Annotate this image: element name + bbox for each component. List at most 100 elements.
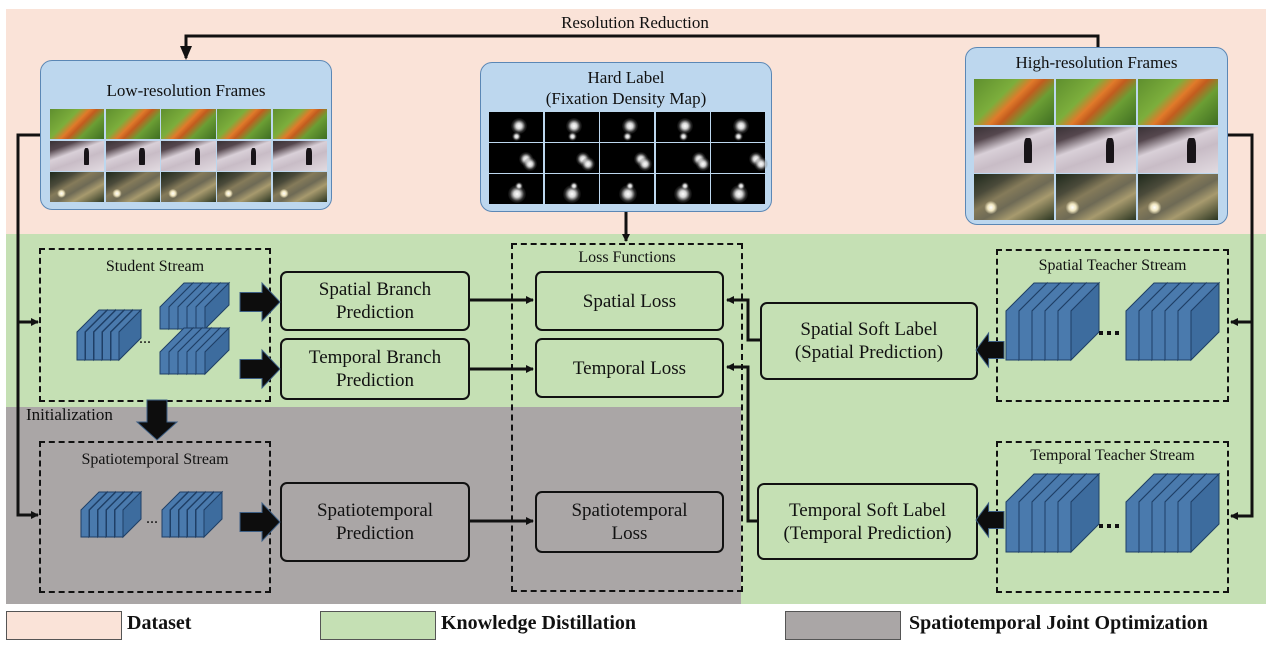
spatiotemporal-loss-line2: Loss	[611, 523, 648, 544]
spatial-loss-label: Spatial Loss	[582, 290, 677, 312]
video-frame-castle	[217, 109, 272, 139]
fixation-spot	[523, 157, 538, 172]
video-frame-snow	[974, 126, 1055, 173]
temporal-teacher-stream-title: Temporal Teacher Stream	[1030, 447, 1195, 464]
fixation-spot	[678, 132, 688, 142]
spatial-soft-label-line2: (Spatial Prediction)	[794, 342, 944, 363]
fixation-map	[600, 143, 654, 173]
resolution-reduction-label: Resolution Reduction	[561, 13, 709, 32]
spatial-soft-label-box: Spatial Soft Label(Spatial Prediction)	[760, 302, 978, 380]
high-resolution-frames-title: High-resolution Frames	[1015, 53, 1178, 72]
fixation-spot	[732, 117, 749, 134]
hard-label-panel: Hard Label (Fixation Density Map)	[480, 62, 772, 212]
hard-label-subtitle: (Fixation Density Map)	[545, 89, 707, 108]
video-frame-castle	[1137, 79, 1218, 125]
loss-functions-title: Loss Functions	[578, 249, 676, 266]
fixation-map	[544, 112, 599, 142]
fixation-spot	[677, 117, 694, 134]
temporal-loss-box: Temporal Loss	[535, 338, 724, 398]
spatiotemporal-prediction-line2: Prediction	[335, 523, 415, 544]
fixation-spot	[618, 185, 637, 204]
fixation-spot	[736, 182, 745, 191]
high-resolution-frame-grid	[974, 79, 1218, 220]
high-resolution-frames-panel: High-resolution Frames	[965, 47, 1228, 225]
temporal-branch-prediction-line1: Temporal Branch	[308, 347, 442, 368]
fixation-spot	[729, 185, 748, 204]
fixation-spot	[512, 132, 522, 142]
temporal-teacher-stream-box: Temporal Teacher Stream	[996, 441, 1229, 593]
fixation-spot	[510, 117, 527, 134]
fixation-spot	[567, 132, 577, 142]
fixation-spot	[753, 157, 768, 172]
video-frame-snow	[50, 140, 105, 171]
fixation-spot	[623, 132, 633, 142]
fixation-spot	[638, 157, 653, 172]
temporal-soft-label-line1: Temporal Soft Label	[789, 499, 946, 521]
video-frame-snow	[1055, 126, 1137, 173]
spatial-soft-label-line1: Spatial Soft Label	[800, 319, 938, 340]
video-frame-snow	[1137, 126, 1218, 173]
video-frame-snow	[217, 140, 272, 171]
video-frame-road	[50, 172, 105, 202]
hard-label-title: Hard Label	[587, 68, 665, 87]
student-stream-ellipsis: ...	[139, 330, 151, 347]
video-frame-road	[974, 174, 1055, 220]
fixation-map	[711, 174, 765, 204]
spatiotemporal-stream-ellipsis: ...	[146, 510, 158, 527]
student-stream-box: Student Stream	[39, 248, 271, 402]
spatiotemporal-stream-title: Spatiotemporal Stream	[81, 451, 229, 468]
fixation-spot	[566, 117, 583, 134]
legend-label-knowledge-distillation: Knowledge Distillation	[441, 612, 637, 634]
video-frame-road	[161, 172, 216, 202]
video-frame-castle	[1055, 79, 1137, 125]
fixation-map	[655, 112, 710, 142]
fixation-map	[489, 143, 543, 173]
video-frame-snow	[161, 140, 216, 171]
fixation-spot	[696, 157, 710, 172]
fixation-spot	[563, 185, 582, 204]
legend-label-dataset: Dataset	[127, 612, 192, 634]
video-frame-castle	[272, 109, 327, 139]
fixation-spot	[621, 117, 638, 134]
video-frame-road	[105, 172, 160, 202]
temporal-soft-label-box: Temporal Soft Label(Temporal Prediction)	[757, 483, 978, 560]
fixation-map	[600, 174, 654, 204]
video-frame-castle	[974, 79, 1055, 125]
fixation-map	[655, 143, 710, 173]
video-frame-road	[1137, 174, 1218, 220]
low-resolution-frames-panel: Low-resolution Frames	[40, 60, 332, 210]
video-frame-castle	[105, 109, 160, 139]
video-frame-castle	[161, 109, 216, 139]
spatial-branch-prediction-line1: Spatial Branch	[318, 279, 432, 300]
fixation-map	[600, 112, 654, 142]
fixation-map	[489, 174, 543, 204]
legend-swatch-knowledge-distillation	[320, 611, 436, 640]
spatial-teacher-stream-box: Spatial Teacher Stream	[996, 249, 1229, 402]
spatiotemporal-prediction-line1: Spatiotemporal	[316, 500, 434, 521]
video-frame-snow	[105, 140, 160, 171]
spatial-teacher-stream-title: Spatial Teacher Stream	[1038, 257, 1187, 274]
fixation-map	[489, 112, 543, 142]
spatiotemporal-loss-line1: Spatiotemporal	[571, 500, 688, 521]
fixation-density-map-grid	[489, 112, 768, 204]
temporal-branch-prediction-line2: Prediction	[335, 370, 415, 391]
fixation-map	[711, 143, 768, 173]
student-stream-title: Student Stream	[105, 258, 205, 275]
legend-swatch-dataset	[6, 611, 122, 640]
video-frame-road	[217, 172, 272, 202]
fixation-spot	[674, 185, 693, 204]
spatial-branch-prediction-line2: Prediction	[335, 302, 415, 323]
video-frame-road	[1055, 174, 1137, 220]
low-resolution-frame-grid	[50, 109, 327, 202]
fixation-spot	[681, 182, 690, 191]
video-frame-road	[272, 172, 327, 202]
legend-label-spatiotemporal-joint-optimization: Spatiotemporal Joint Optimization	[909, 612, 1208, 634]
fixation-map	[544, 143, 599, 173]
fixation-map	[544, 174, 599, 204]
initialization-label: Initialization	[26, 405, 113, 424]
fixation-map	[655, 174, 710, 204]
